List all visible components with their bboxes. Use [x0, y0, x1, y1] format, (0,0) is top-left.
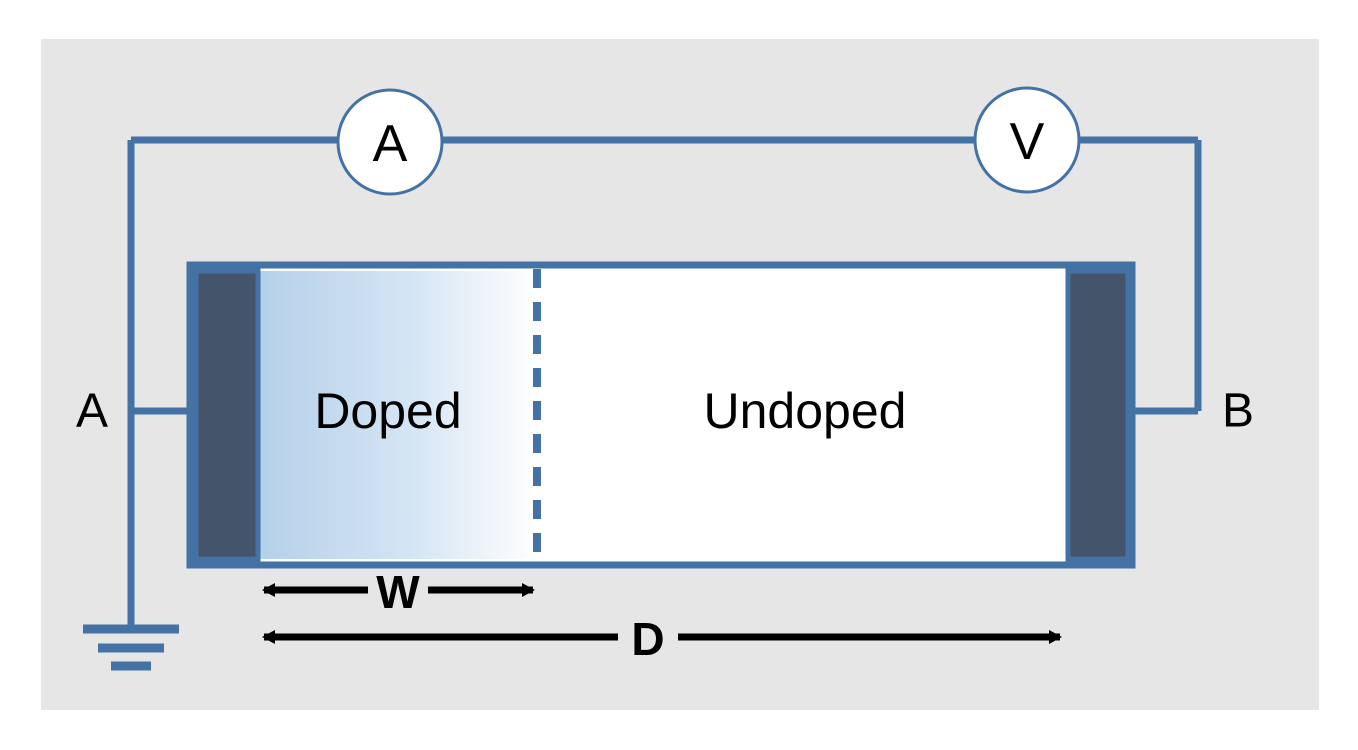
- ground-symbol: [83, 624, 179, 671]
- doped-region-label: Doped: [314, 383, 461, 439]
- left-electrode: [193, 268, 261, 562]
- voltmeter[interactable]: V: [973, 86, 1081, 194]
- width-dimension: W: [262, 566, 535, 618]
- ammeter-circle: [336, 88, 444, 196]
- doped-region: [258, 271, 539, 559]
- ammeter[interactable]: A: [336, 88, 444, 196]
- device-body: [186, 261, 1136, 569]
- circuit-wiring: [127, 136, 1202, 629]
- voltmeter-label: V: [1010, 113, 1045, 171]
- undoped-region-label: Undoped: [704, 383, 907, 439]
- width-dimension-label: W: [376, 566, 420, 618]
- depth-dimension-label: D: [631, 613, 664, 665]
- right-electrode: [1065, 268, 1131, 562]
- depth-dimension: D: [262, 613, 1062, 665]
- undoped-region: [539, 271, 1068, 559]
- voltmeter-circle: [973, 86, 1081, 194]
- terminal-label-b: B: [1222, 385, 1254, 438]
- terminal-label-a: A: [76, 385, 108, 438]
- ammeter-label: A: [373, 115, 408, 173]
